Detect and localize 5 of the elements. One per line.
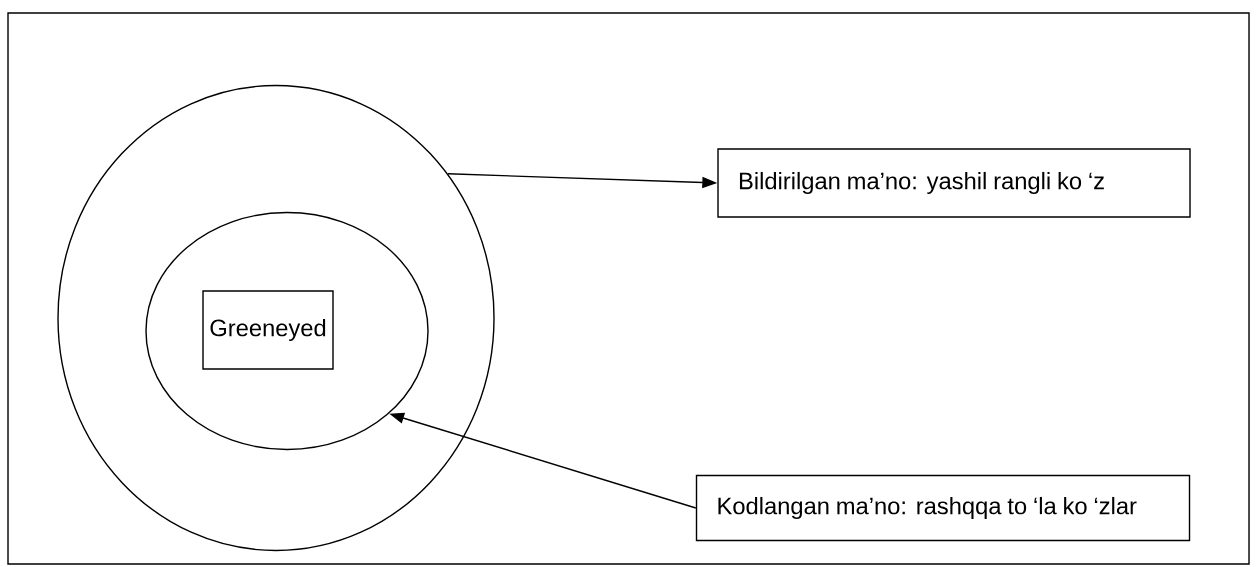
- text-box: Kodlangan ma’no: rashqqa to ‘la ko ‘zlar: [695, 474, 1191, 542]
- text-box: Bildirilgan ma’no: yashil rangli ko ‘z: [717, 148, 1191, 218]
- text-box: Greeneyed: [202, 290, 334, 370]
- ellipse: [145, 211, 429, 451]
- ellipse: [57, 84, 495, 552]
